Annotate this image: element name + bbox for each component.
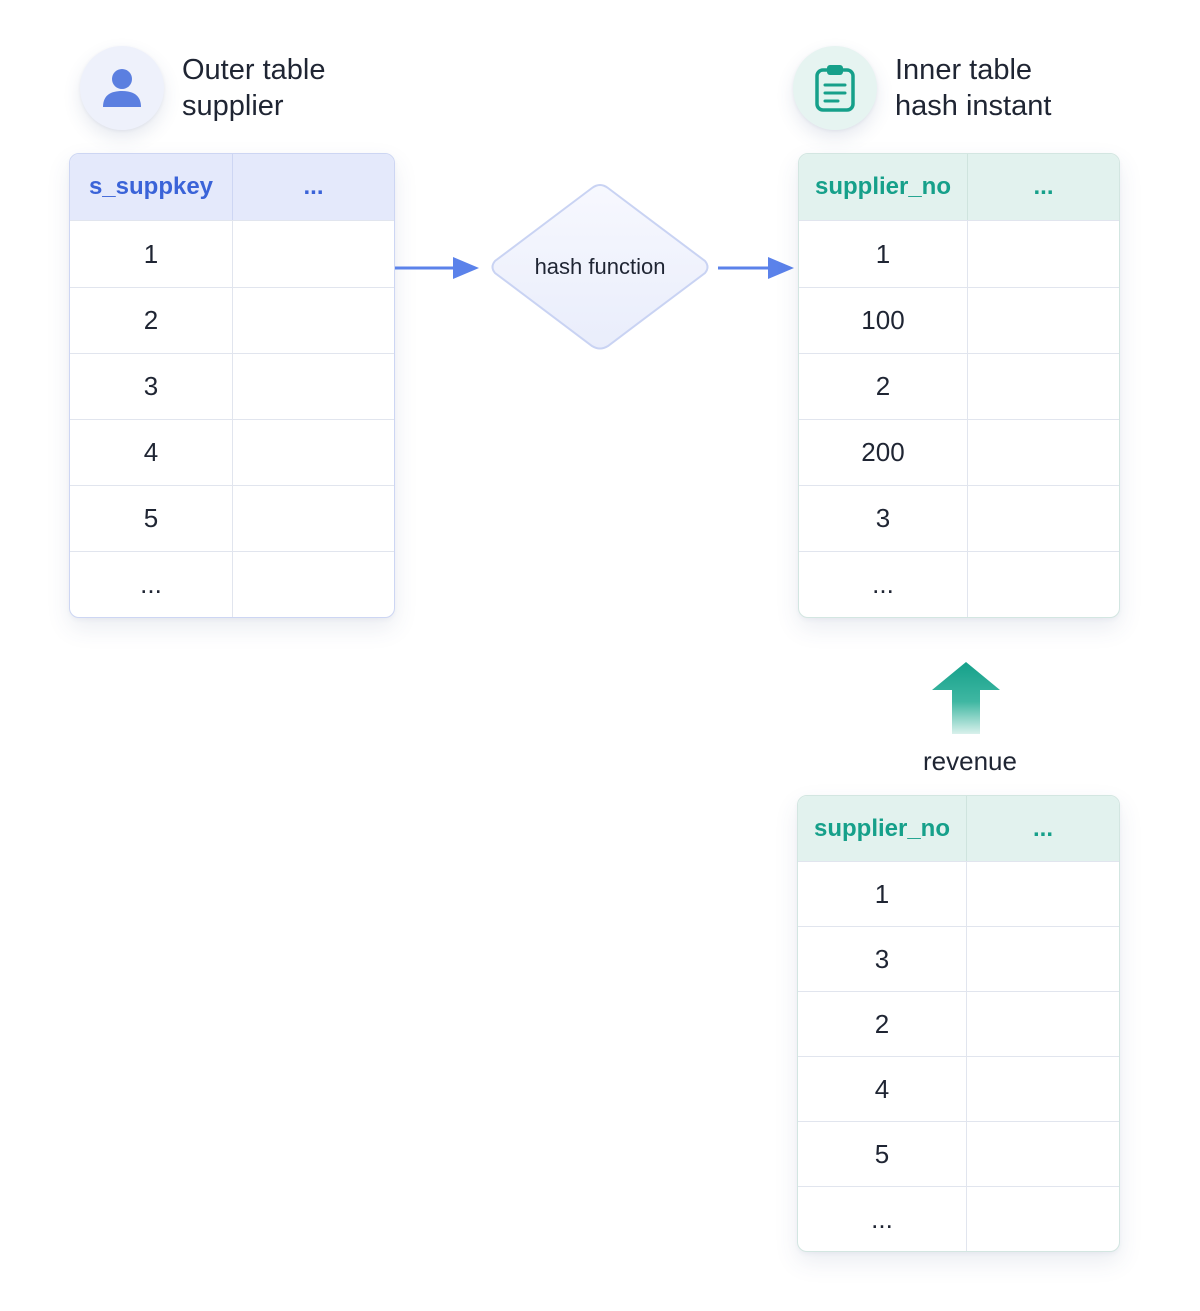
table-cell xyxy=(966,1057,1119,1121)
inner-table-title-line1: Inner table xyxy=(895,54,1033,86)
table-cell xyxy=(967,420,1119,485)
table-cell xyxy=(966,1122,1119,1186)
revenue-table-col-supplier-no: supplier_no xyxy=(813,814,951,842)
table-cell: 3 xyxy=(875,503,891,533)
arrow-up-icon xyxy=(932,662,1000,734)
table-row: 2 xyxy=(798,991,1119,1056)
outer-table-title: Outer table supplier xyxy=(182,52,325,124)
outer-table-col-more: ... xyxy=(232,154,394,220)
table-row: ... xyxy=(798,1186,1119,1251)
outer-table-col-s-suppkey: s_suppkey xyxy=(88,173,214,200)
table-cell: 3 xyxy=(143,371,159,401)
inner-table: supplier_no ... 1 100 2 200 3 ... xyxy=(798,153,1120,618)
inner-table-title-line2: hash instant xyxy=(895,90,1052,122)
table-row: ... xyxy=(799,551,1119,617)
table-cell xyxy=(966,1187,1119,1251)
table-cell: 1 xyxy=(874,878,890,909)
outer-table: s_suppkey ... 1 2 3 4 5 ... xyxy=(69,153,395,618)
table-cell xyxy=(967,288,1119,353)
table-cell xyxy=(967,486,1119,551)
outer-table-title-line1: Outer table xyxy=(182,54,326,86)
table-row: 200 xyxy=(799,419,1119,485)
table-row: 1 xyxy=(798,861,1119,926)
hash-function-diamond xyxy=(491,183,709,350)
table-row: 4 xyxy=(70,419,394,485)
outer-table-header-row: s_suppkey ... xyxy=(70,154,394,220)
hash-function-node: hash function xyxy=(486,181,714,353)
outer-table-badge: Outer table supplier xyxy=(80,46,325,130)
inner-table-icon-circle xyxy=(793,46,877,130)
table-cell xyxy=(966,862,1119,926)
table-cell: 5 xyxy=(143,503,159,533)
table-cell: 1 xyxy=(875,238,891,269)
table-cell xyxy=(232,552,394,617)
hash-function-label: hash function xyxy=(534,254,666,279)
table-cell xyxy=(232,486,394,551)
table-row: 3 xyxy=(798,926,1119,991)
table-cell: ... xyxy=(872,569,894,599)
table-row: 2 xyxy=(799,353,1119,419)
table-row: 3 xyxy=(70,353,394,419)
table-cell: 2 xyxy=(875,371,891,401)
inner-table-col-more: ... xyxy=(967,154,1119,220)
outer-table-title-line2: supplier xyxy=(182,90,284,122)
table-cell xyxy=(232,354,394,419)
revenue-table: supplier_no ... 1 3 2 4 5 ... xyxy=(797,795,1120,1252)
inner-table-badge: Inner table hash instant xyxy=(793,46,1051,130)
table-cell: 100 xyxy=(861,305,905,335)
table-row: 1 xyxy=(70,220,394,287)
clipboard-icon xyxy=(815,65,855,112)
table-row: 1 xyxy=(799,220,1119,287)
table-cell: 200 xyxy=(861,437,905,467)
table-cell: 2 xyxy=(874,1008,890,1039)
table-cell xyxy=(966,992,1119,1056)
table-row: 100 xyxy=(799,287,1119,353)
table-cell xyxy=(232,420,394,485)
table-cell xyxy=(232,221,394,287)
inner-table-col-supplier-no: supplier_no xyxy=(814,173,952,200)
outer-table-icon-circle xyxy=(80,46,164,130)
revenue-table-header-row: supplier_no ... xyxy=(798,796,1119,861)
inner-table-header-row: supplier_no ... xyxy=(799,154,1119,220)
arrow-outer-to-hash xyxy=(395,257,479,279)
revenue-table-label: revenue xyxy=(923,746,1017,776)
arrow-hash-to-inner xyxy=(718,257,794,279)
table-cell: ... xyxy=(140,569,162,599)
table-cell: 5 xyxy=(874,1138,890,1169)
table-cell xyxy=(967,354,1119,419)
table-row: 5 xyxy=(70,485,394,551)
table-cell: 1 xyxy=(143,238,159,269)
table-cell: 3 xyxy=(874,943,890,974)
table-cell: 4 xyxy=(143,437,159,467)
revenue-table-col-more: ... xyxy=(966,796,1119,861)
table-cell xyxy=(232,288,394,353)
table-row: 2 xyxy=(70,287,394,353)
table-row: 5 xyxy=(798,1121,1119,1186)
table-cell xyxy=(966,927,1119,991)
table-row: 4 xyxy=(798,1056,1119,1121)
table-row: 3 xyxy=(799,485,1119,551)
table-cell: 2 xyxy=(143,305,159,335)
user-icon xyxy=(103,69,141,107)
inner-table-title: Inner table hash instant xyxy=(895,52,1051,124)
table-cell xyxy=(967,221,1119,287)
table-cell: 4 xyxy=(874,1073,890,1104)
table-cell xyxy=(967,552,1119,617)
table-cell: ... xyxy=(871,1203,893,1234)
table-row: ... xyxy=(70,551,394,617)
